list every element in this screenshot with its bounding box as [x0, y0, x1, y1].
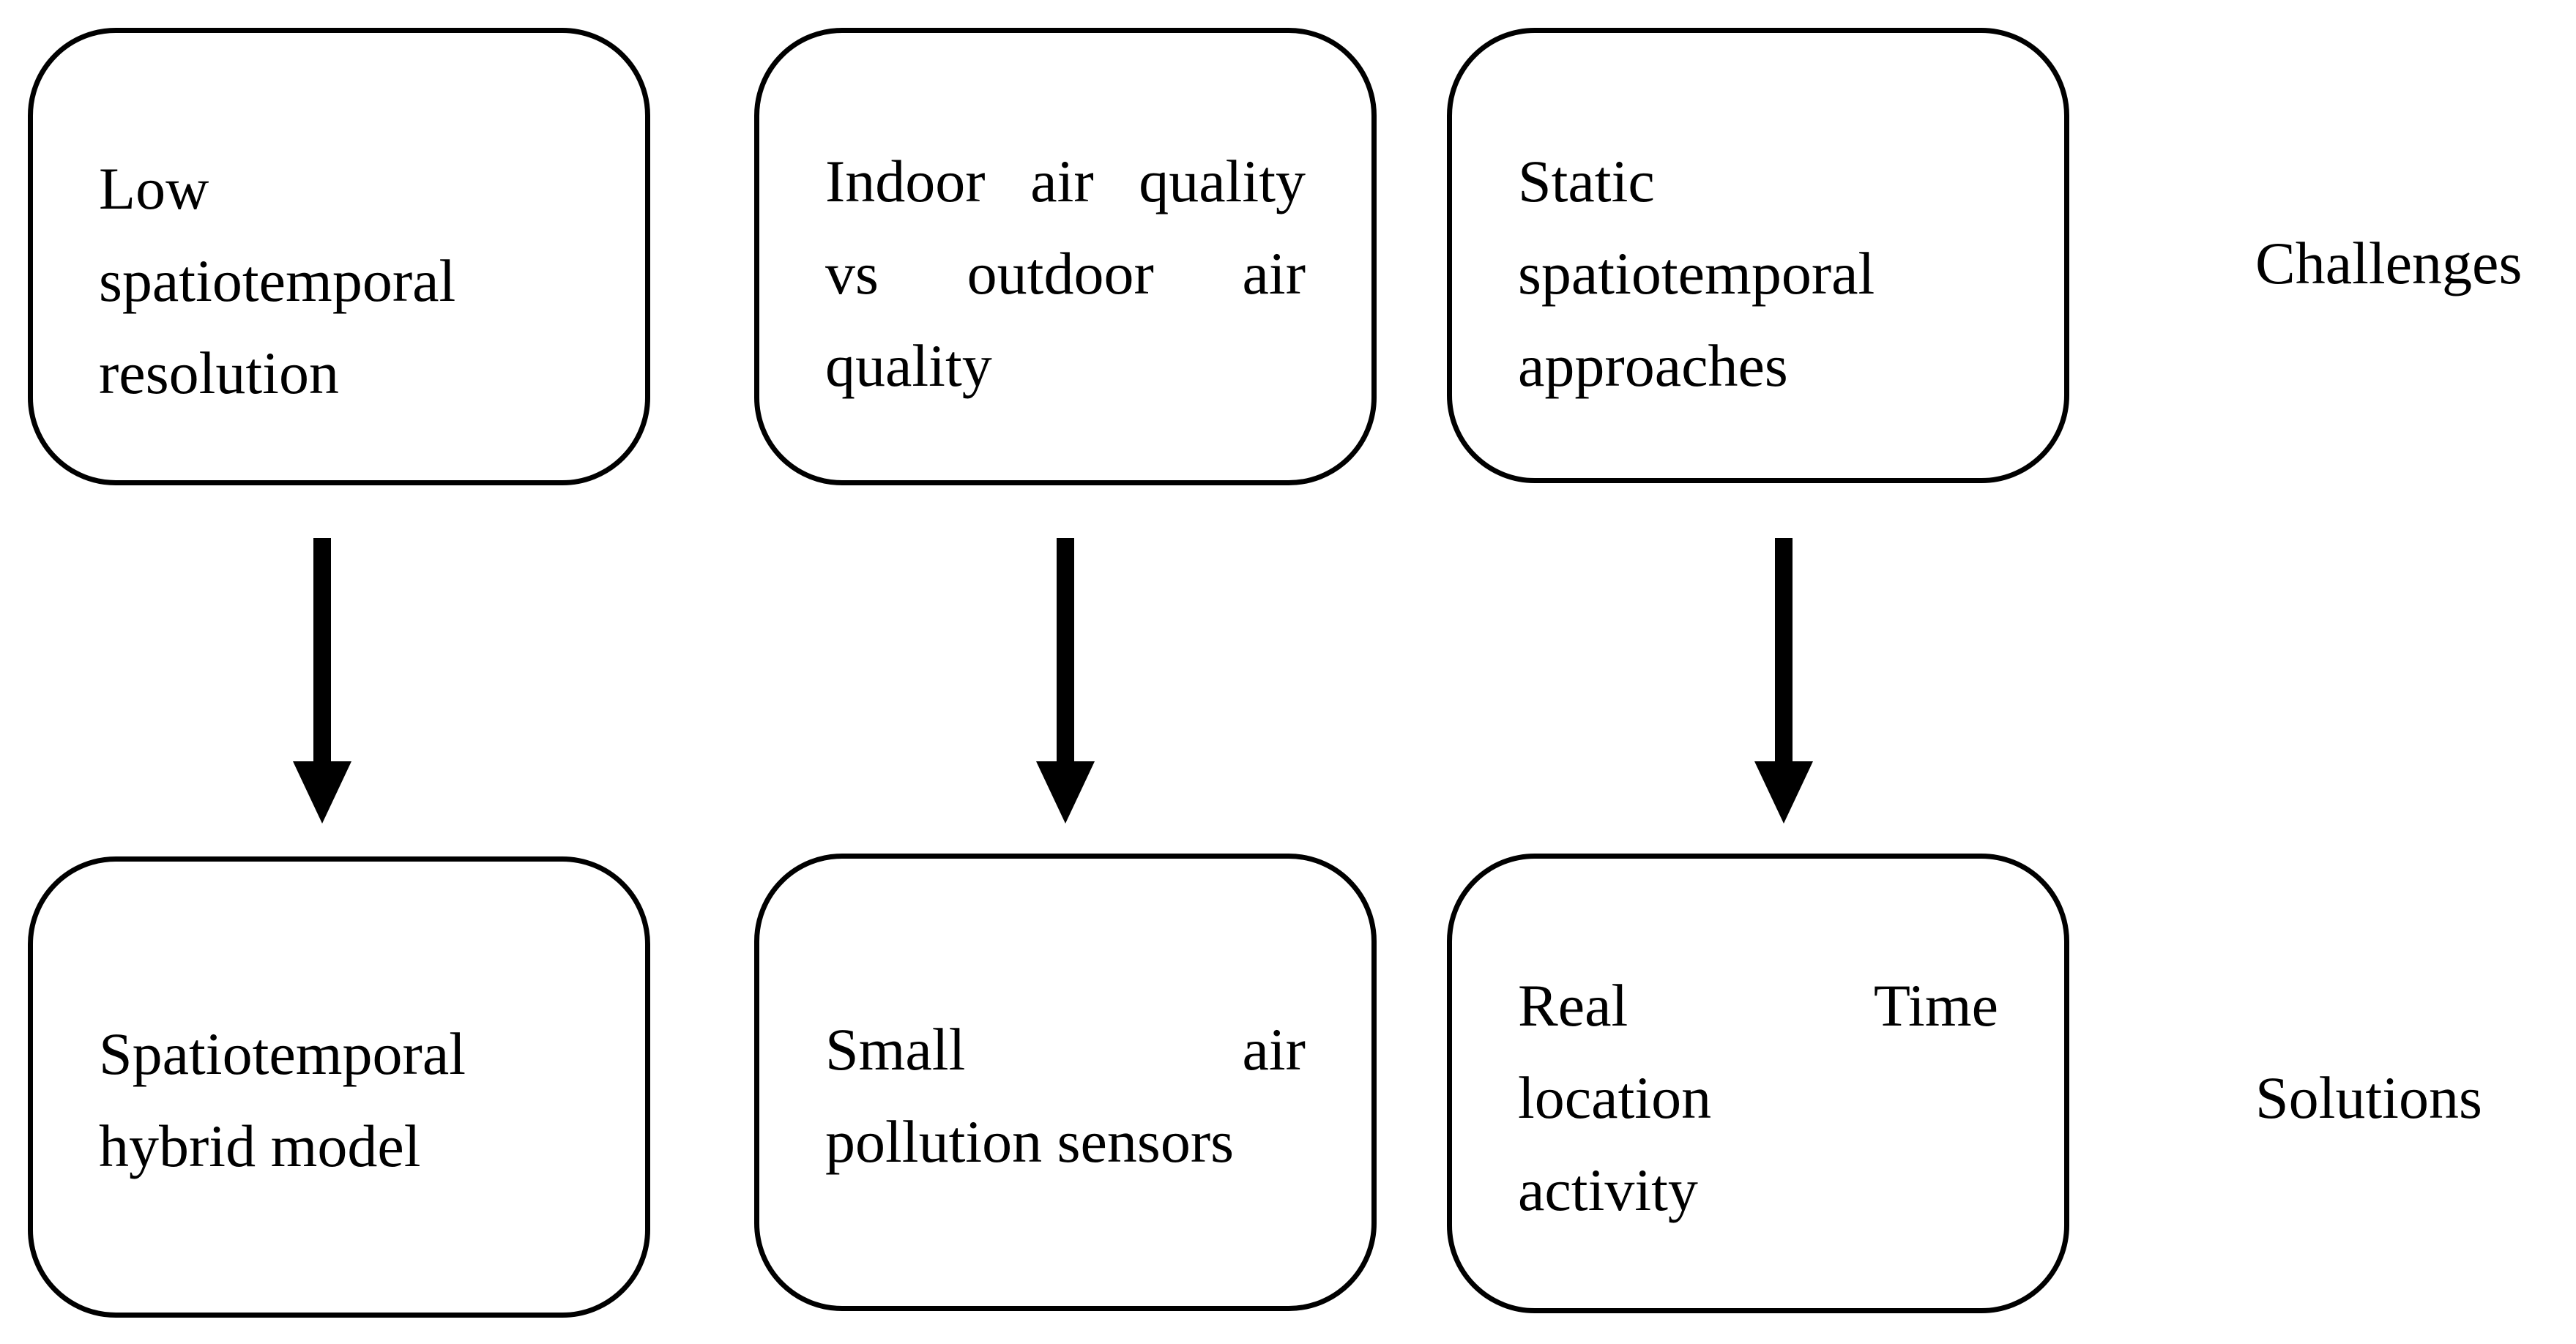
- solution-box-real-time-activity: Real Time location activity: [1447, 854, 2069, 1313]
- text-line: hybrid model: [99, 1113, 421, 1179]
- text-line: Spatiotemporal: [99, 1020, 466, 1087]
- solutions-row-label: Solutions: [2255, 1064, 2482, 1131]
- text-line: Low: [99, 155, 209, 222]
- text-line: Static: [1518, 148, 1655, 214]
- text-line: location: [1518, 1064, 1712, 1131]
- challenge-box-static-approaches: Static spatiotemporal approaches: [1447, 28, 2069, 483]
- challenge-box-indoor-vs-outdoor: Indoor air quality vs outdoor air qualit…: [754, 28, 1377, 485]
- arrow-down-icon: [1036, 538, 1095, 824]
- arrow-down-icon: [1754, 538, 1813, 824]
- solution-text: Small air pollution sensors: [825, 1004, 1306, 1188]
- solution-text: Real Time location activity: [1518, 960, 1998, 1236]
- text-line: Indoor air quality: [825, 148, 1306, 214]
- challenge-box-low-resolution: Low spatiotemporal resolution: [28, 28, 650, 485]
- challenge-text: Indoor air quality vs outdoor air qualit…: [825, 135, 1306, 412]
- text-line: approaches: [1518, 332, 1788, 399]
- text-line: Real Time: [1518, 972, 1998, 1039]
- solution-text: Spatiotemporal hybrid model: [99, 1008, 579, 1192]
- challenge-text: Static spatiotemporal approaches: [1518, 135, 1998, 412]
- solution-box-small-sensors: Small air pollution sensors: [754, 854, 1377, 1311]
- solution-box-hybrid-model: Spatiotemporal hybrid model: [28, 856, 650, 1318]
- text-line: spatiotemporal: [99, 247, 456, 314]
- text-line: Small air: [825, 1016, 1306, 1083]
- text-line: spatiotemporal: [1518, 240, 1875, 307]
- text-line: resolution: [99, 340, 339, 406]
- challenge-text: Low spatiotemporal resolution: [99, 143, 579, 419]
- text-line: activity: [1518, 1157, 1698, 1223]
- text-line: quality: [825, 332, 992, 399]
- challenges-row-label: Challenges: [2255, 230, 2523, 296]
- text-line: pollution sensors: [825, 1108, 1235, 1175]
- text-line: vs outdoor air: [825, 240, 1306, 307]
- arrow-down-icon: [293, 538, 351, 824]
